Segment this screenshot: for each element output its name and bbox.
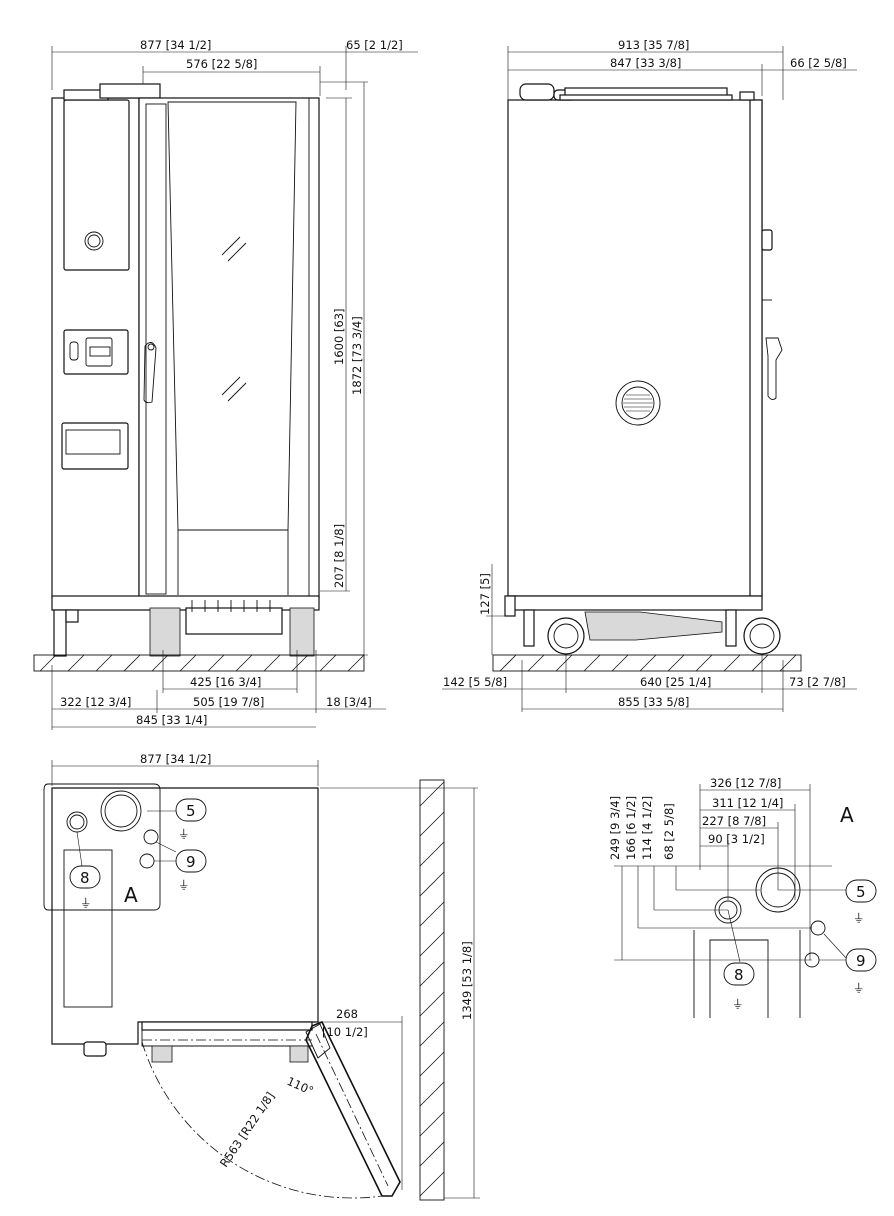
ground-symbol-9: ⏚ xyxy=(178,878,190,892)
ground-symbol-5: ⏚ xyxy=(178,827,190,841)
detail-callout-9: 9 xyxy=(856,952,866,970)
dim-front-foot-height: 207 [8 1/8] xyxy=(332,524,346,588)
dim-front-base-left: 322 [12 3/4] xyxy=(60,695,131,709)
plan-view: 877 [34 1/2] 5 9 8 ⏚ ⏚ ⏚ A xyxy=(43,752,480,1201)
dim-front-overall-width: 877 [34 1/2] xyxy=(140,38,211,52)
front-view: 877 [34 1/2] 65 [2 1/2] 576 [22 5/8] xyxy=(33,38,418,730)
dim-side-body-depth: 847 [33 3/8] xyxy=(610,56,681,70)
dim-front-height-b: 1872 [73 3/4] xyxy=(350,316,364,395)
ground-symbol-8: ⏚ xyxy=(80,896,92,910)
dim-side-base-total: 855 [33 5/8] xyxy=(618,695,689,709)
dim-front-base-total: 845 [33 1/4] xyxy=(136,713,207,727)
dim-detail-w326: 326 [12 7/8] xyxy=(710,776,781,790)
dim-side-rear-offset: 73 [2 7/8] xyxy=(789,675,846,689)
dim-plan-clearance-mm: 268 xyxy=(336,1007,358,1021)
dim-detail-h166: 166 [6 1/2] xyxy=(624,796,638,860)
dim-front-wheel-track: 425 [16 3/4] xyxy=(190,675,261,689)
dim-side-foot-height: 127 [5] xyxy=(478,573,492,615)
dim-plan-overall-width: 877 [34 1/2] xyxy=(140,752,211,766)
dim-front-door-width: 576 [22 5/8] xyxy=(186,57,257,71)
callout-8: 8 xyxy=(80,869,90,887)
dim-side-overall-depth: 913 [35 7/8] xyxy=(618,38,689,52)
dim-detail-h249: 249 [9 3/4] xyxy=(608,796,622,860)
callout-5: 5 xyxy=(186,802,196,820)
dim-detail-w227: 227 [8 7/8] xyxy=(702,814,766,828)
dim-front-door-offset: 65 [2 1/2] xyxy=(346,38,403,52)
detail-ground-9: ⏚ xyxy=(853,981,865,995)
detail-a: A 326 [12 7/8] 311 [12 1/4] 227 [8 7/8] … xyxy=(608,776,877,1018)
detail-callout-8: 8 xyxy=(734,966,744,984)
dim-plan-depth-swing: 1349 [53 1/8] xyxy=(460,941,474,1020)
dim-side-handle-depth: 66 [2 5/8] xyxy=(790,56,847,70)
dim-detail-w311: 311 [12 1/4] xyxy=(712,796,783,810)
detail-a-title: A xyxy=(840,803,854,827)
dim-detail-h68: 68 [2 5/8] xyxy=(662,803,676,860)
dim-side-front-offset: 142 [5 5/8] xyxy=(443,675,507,689)
dim-front-base-right: 18 [3/4] xyxy=(326,695,372,709)
dim-side-wheel-base: 640 [25 1/4] xyxy=(640,675,711,689)
dim-front-height-a: 1600 [63] xyxy=(332,308,346,365)
dim-plan-door-angle: 110° xyxy=(285,1074,316,1098)
dim-plan-door-radius: R563 [R22 1/8] xyxy=(217,1089,277,1169)
detail-callout-5: 5 xyxy=(856,883,866,901)
detail-ground-5: ⏚ xyxy=(853,911,865,925)
side-view: 913 [35 7/8] 847 [33 3/8] 66 [2 5/8] xyxy=(442,38,857,712)
dim-plan-clearance-in: [10 1/2] xyxy=(322,1025,368,1039)
detail-label-a: A xyxy=(124,883,138,907)
dim-detail-w90: 90 [3 1/2] xyxy=(708,832,765,846)
dim-front-base-mid: 505 [19 7/8] xyxy=(193,695,264,709)
detail-ground-8: ⏚ xyxy=(732,997,744,1011)
dim-detail-h114: 114 [4 1/2] xyxy=(640,796,654,860)
callout-9: 9 xyxy=(186,853,196,871)
